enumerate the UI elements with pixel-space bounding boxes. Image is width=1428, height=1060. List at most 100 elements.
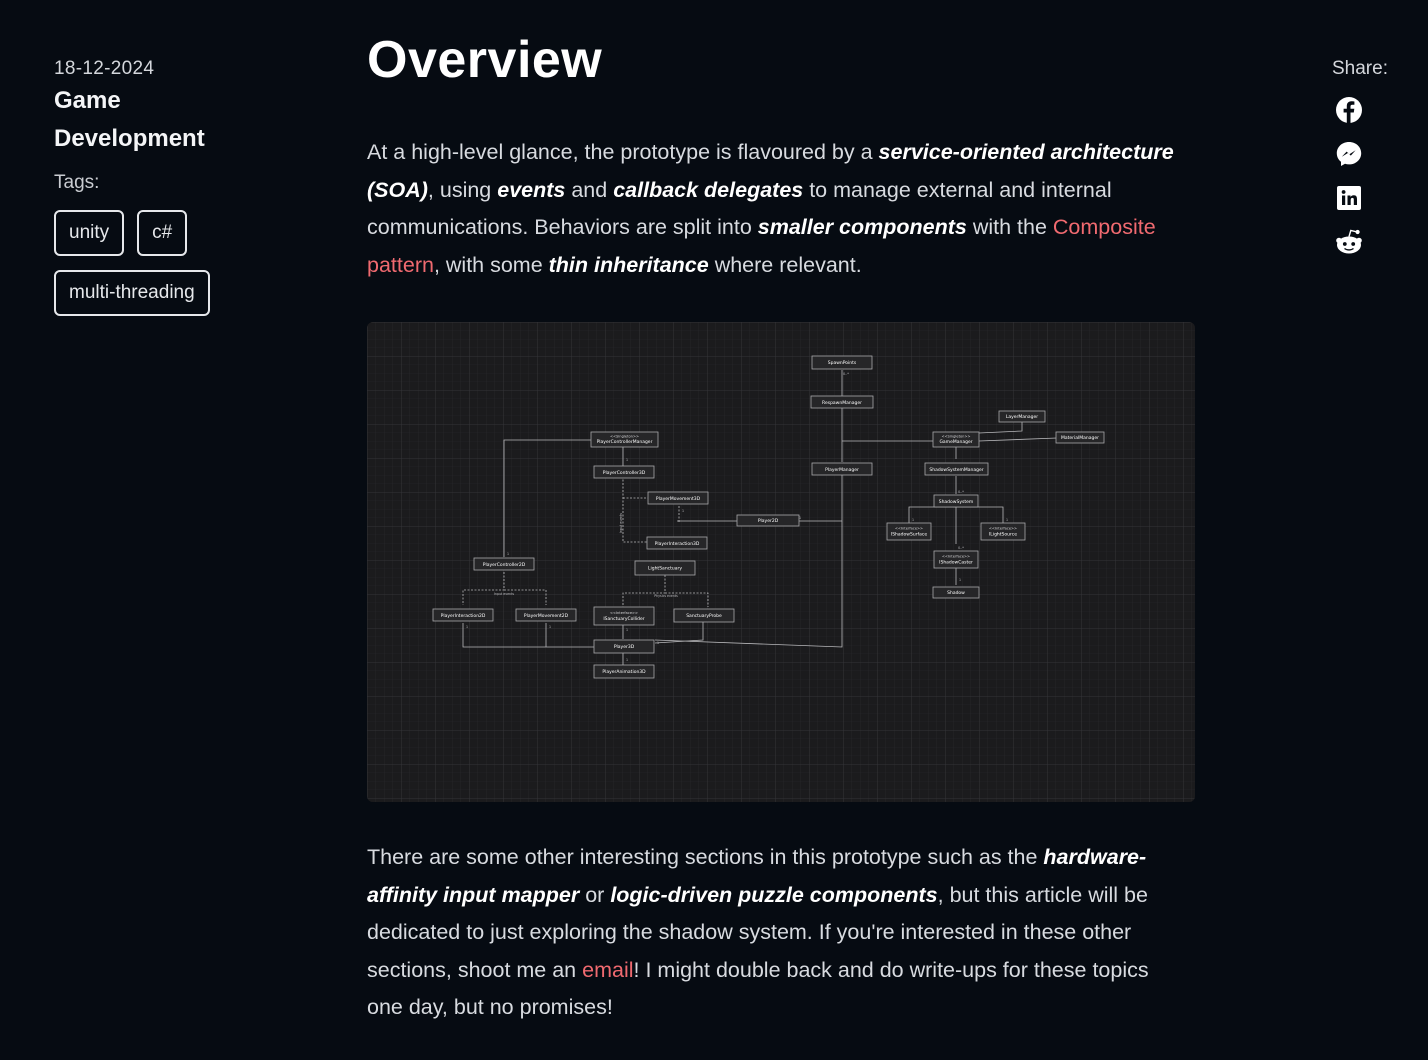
svg-text:RespawnManager: RespawnManager (822, 400, 862, 406)
svg-text:MaterialManager: MaterialManager (1061, 435, 1099, 441)
svg-text:PlayerAnimation3D: PlayerAnimation3D (602, 669, 646, 675)
svg-text:1: 1 (466, 625, 468, 629)
svg-text:PlayerMovement3D: PlayerMovement3D (656, 496, 701, 502)
reddit-icon[interactable] (1334, 227, 1364, 257)
diagram-canvas: .cb { fill:#262628; stroke:#a8a8ab; stro… (367, 322, 1195, 802)
class-shadow-surface: <<Interface>> IShadowSurface (886, 522, 932, 541)
article: Overview At a high-level glance, the pro… (367, 30, 1197, 1019)
class-player-movement-2d: PlayerMovement2D (515, 608, 577, 622)
tag-list: unity c# multi-threading (54, 210, 254, 316)
post-meta: 18-12-2024 Game Development Tags: unity … (54, 58, 294, 316)
svg-text:1: 1 (657, 641, 659, 645)
svg-text:LayerManager: LayerManager (1006, 414, 1038, 420)
svg-text:SanctuaryProbe: SanctuaryProbe (686, 613, 722, 619)
overview-paragraph-1: At a high-level glance, the prototype is… (367, 134, 1187, 284)
svg-text:1: 1 (626, 658, 628, 662)
emphasis-smaller-components: smaller components (757, 215, 967, 240)
svg-text:1: 1 (799, 516, 801, 520)
svg-text:Player2D: Player2D (758, 518, 779, 524)
messenger-icon[interactable] (1334, 139, 1364, 169)
svg-text:Input events: Input events (619, 513, 623, 533)
svg-text:PlayerManager: PlayerManager (825, 467, 859, 473)
svg-text:<<Interface>>: <<Interface>> (895, 527, 923, 531)
facebook-icon[interactable] (1334, 95, 1364, 125)
composite-pattern-link[interactable]: Composite pattern (367, 215, 1156, 277)
svg-text:GameManager: GameManager (939, 439, 972, 445)
svg-text:1: 1 (626, 628, 628, 632)
svg-text:0..*: 0..* (958, 490, 964, 494)
tag-unity[interactable]: unity (54, 210, 125, 256)
class-shadow: Shadow (932, 586, 980, 599)
class-material-manager: MaterialManager (1055, 431, 1105, 444)
class-respawn-manager: RespawnManager (810, 395, 874, 409)
svg-text:PlayerControllerManager: PlayerControllerManager (597, 439, 653, 445)
svg-text:1: 1 (682, 509, 684, 513)
svg-text:LightSanctuary: LightSanctuary (648, 566, 682, 572)
class-game-manager: <<Singleton>> GameManager (932, 431, 980, 448)
svg-text:PlayerInteraction2D: PlayerInteraction2D (441, 613, 486, 619)
svg-text:ISanctuaryCollider: ISanctuaryCollider (603, 616, 644, 622)
linkedin-icon[interactable] (1334, 183, 1364, 213)
svg-text:<<Interface>>: <<Interface>> (942, 555, 970, 559)
uml-class-diagram[interactable]: .cb { fill:#262628; stroke:#a8a8ab; stro… (367, 322, 1195, 802)
class-player-controller-3d: PlayerController3D (593, 465, 655, 479)
emphasis-input-mapper: hardware-affinity input mapper (367, 845, 1147, 907)
email-link[interactable]: email (582, 957, 634, 982)
svg-text:IShadowCaster: IShadowCaster (939, 560, 973, 566)
class-player-animation-3d: PlayerAnimation3D (593, 664, 655, 679)
class-shadow-system-manager: ShadowSystemManager (924, 462, 989, 476)
svg-text:Physics events: Physics events (654, 594, 678, 598)
class-shadow-caster: <<Interface>> IShadowCaster (933, 550, 979, 569)
class-light-sanctuary: LightSanctuary (634, 560, 696, 576)
svg-text:1: 1 (549, 625, 551, 629)
svg-text:<<Singleton>>: <<Singleton>> (942, 435, 971, 439)
svg-text:<<Interface>>: <<Interface>> (989, 527, 1017, 531)
class-player-interaction-2d: PlayerInteraction2D (432, 608, 494, 622)
share-label: Share: (1332, 58, 1388, 79)
emphasis-thin-inheritance: thin inheritance (548, 252, 709, 277)
diagram-edge-labels: Input events Input events Physics events… (466, 372, 1008, 662)
overview-paragraph-2: There are some other interesting section… (367, 839, 1187, 1027)
svg-text:<<Singleton>>: <<Singleton>> (610, 435, 639, 439)
text-run: There are some other interesting section… (367, 845, 1044, 869)
svg-text:ShadowSystem: ShadowSystem (939, 499, 974, 505)
text-run: , but this article will be dedicated to … (367, 882, 1148, 982)
tag-multi-threading[interactable]: multi-threading (54, 270, 210, 316)
svg-text:PlayerController3D: PlayerController3D (603, 470, 646, 476)
svg-text:0..*: 0..* (843, 372, 849, 376)
post-date: 18-12-2024 (54, 58, 155, 79)
class-sanctuary-collider: <<Interface>> ISanctuaryCollider (593, 606, 655, 626)
svg-text:SpawnPoints: SpawnPoints (828, 360, 857, 366)
class-light-source: <<Interface>> ILightSource (980, 522, 1026, 541)
text-run: where relevant. (708, 252, 862, 277)
class-player-controller-2d: PlayerController2D (473, 557, 535, 571)
svg-text:Player3D: Player3D (614, 644, 635, 650)
text-run: , using (427, 177, 498, 202)
emphasis-callback-delegates: callback delegates (613, 177, 804, 202)
post-category: Game Development (54, 87, 205, 152)
svg-text:IShadowSurface: IShadowSurface (891, 532, 927, 538)
class-player-3d: Player3D (593, 639, 655, 654)
svg-text:<<Interface>>: <<Interface>> (610, 611, 638, 615)
tag-csharp[interactable]: c# (137, 210, 188, 256)
svg-text:1: 1 (959, 578, 961, 582)
svg-text:PlayerController2D: PlayerController2D (483, 562, 526, 568)
svg-text:Input events: Input events (494, 592, 514, 596)
class-player-manager: PlayerManager (811, 462, 873, 476)
svg-text:0..*: 0..* (958, 546, 964, 550)
svg-text:Shadow: Shadow (947, 590, 965, 596)
class-player-controller-manager: <<Singleton>> PlayerControllerManager (590, 431, 659, 448)
svg-text:PlayerInteraction3D: PlayerInteraction3D (655, 541, 700, 547)
text-run: ! I might double back and do write-ups f… (367, 957, 1149, 1020)
section-title: Overview (367, 31, 603, 89)
text-run: , with some (433, 252, 549, 277)
emphasis-events: events (497, 177, 566, 202)
class-shadow-system: ShadowSystem (933, 494, 979, 508)
text-run: and (565, 177, 614, 202)
svg-text:PlayerMovement2D: PlayerMovement2D (524, 613, 569, 619)
text-run: At a high-level glance, the prototype is… (367, 140, 879, 164)
svg-text:1: 1 (507, 552, 509, 556)
class-player-movement-3d: PlayerMovement3D (647, 491, 709, 505)
emphasis-puzzle-components: logic-driven puzzle components (610, 882, 938, 907)
svg-text:1: 1 (912, 518, 914, 522)
